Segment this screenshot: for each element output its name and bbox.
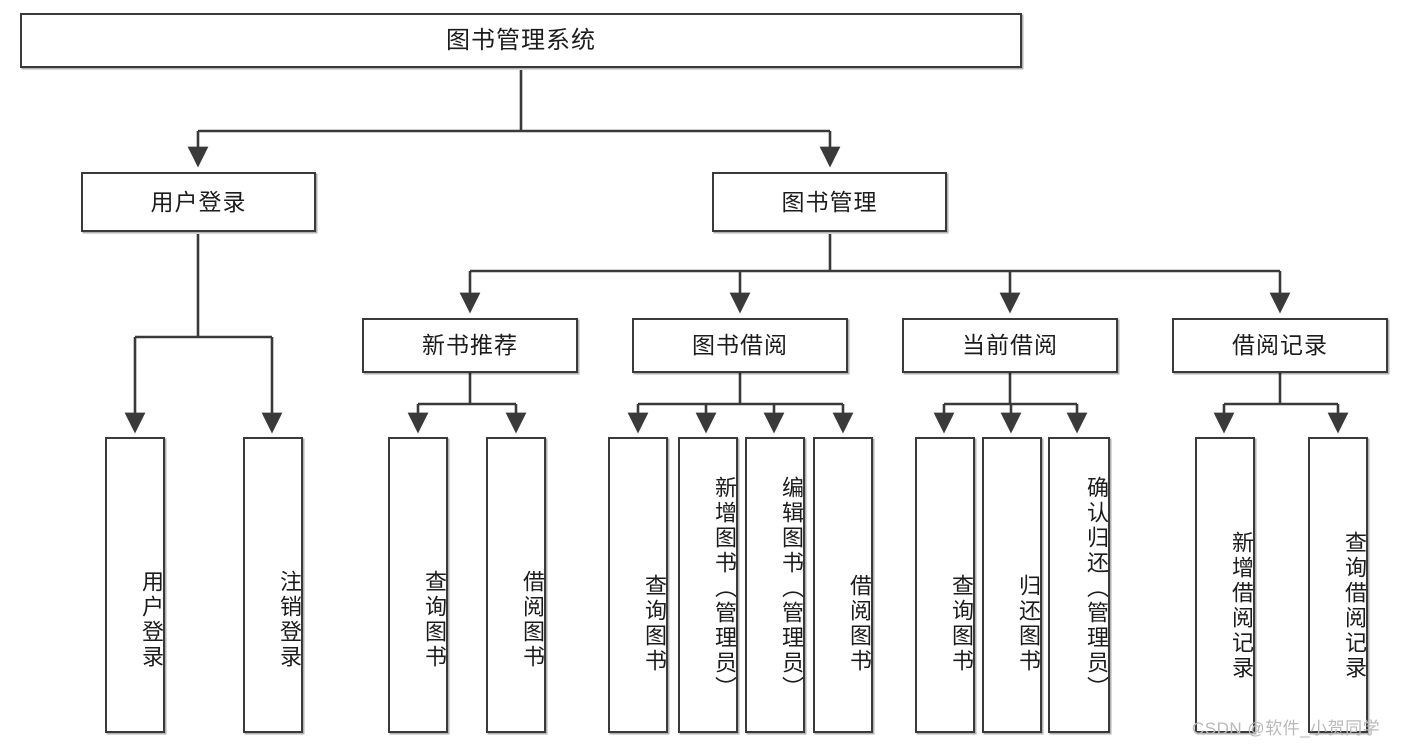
leaf-return-book-label: 归还图书 [1016, 574, 1041, 674]
node-user-login-label: 用户登录 [150, 188, 247, 215]
node-borrow-record[interactable]: 借阅记录 [1172, 318, 1388, 373]
leaf-borrow-book-2-label: 借阅图书 [847, 574, 872, 674]
leaf-return-book[interactable]: 归还图书 [982, 437, 1042, 733]
leaf-edit-book[interactable]: 编辑图书（管理员） [745, 437, 805, 733]
leaf-user-logout[interactable]: 注销登录 [243, 437, 303, 733]
node-book-manage[interactable]: 图书管理 [712, 172, 947, 232]
leaf-borrow-book-1[interactable]: 借阅图书 [486, 437, 546, 733]
leaf-query-book-1[interactable]: 查询图书 [388, 437, 448, 733]
leaf-query-book-2-label: 查询图书 [642, 574, 667, 674]
leaf-query-record-label: 查询借阅记录 [1342, 531, 1367, 681]
leaf-query-record[interactable]: 查询借阅记录 [1308, 437, 1368, 733]
leaf-add-book[interactable]: 新增图书（管理员） [678, 437, 738, 733]
leaf-query-book-3-label: 查询图书 [949, 574, 974, 674]
leaf-user-login-label: 用户登录 [139, 570, 164, 670]
leaf-confirm-return-label: 确认归还（管理员） [1084, 475, 1109, 701]
leaf-borrow-book-2[interactable]: 借阅图书 [813, 437, 873, 733]
node-new-book-recommend[interactable]: 新书推荐 [362, 318, 578, 373]
leaf-confirm-return[interactable]: 确认归还（管理员） [1048, 437, 1110, 733]
leaf-user-logout-label: 注销登录 [277, 570, 302, 670]
leaf-add-book-label: 新增图书（管理员） [712, 475, 737, 701]
leaf-borrow-book-1-label: 借阅图书 [520, 570, 545, 670]
node-current-borrow[interactable]: 当前借阅 [902, 318, 1118, 373]
leaf-add-record[interactable]: 新增借阅记录 [1195, 437, 1255, 733]
leaf-query-book-1-label: 查询图书 [422, 570, 447, 670]
leaf-user-login[interactable]: 用户登录 [105, 437, 165, 733]
node-root[interactable]: 图书管理系统 [20, 13, 1022, 68]
node-root-label: 图书管理系统 [446, 26, 596, 54]
node-current-borrow-label: 当前借阅 [962, 332, 1058, 359]
node-book-borrow-label: 图书借阅 [692, 332, 788, 359]
node-book-borrow[interactable]: 图书借阅 [632, 318, 848, 373]
node-user-login[interactable]: 用户登录 [81, 172, 316, 232]
leaf-add-record-label: 新增借阅记录 [1229, 531, 1254, 681]
leaf-edit-book-label: 编辑图书（管理员） [779, 475, 804, 701]
leaf-query-book-3[interactable]: 查询图书 [915, 437, 975, 733]
csdn-watermark: CSDN @软件_小贺同学 [1192, 719, 1381, 738]
node-book-manage-label: 图书管理 [781, 188, 878, 215]
node-borrow-record-label: 借阅记录 [1232, 332, 1328, 359]
node-new-book-recommend-label: 新书推荐 [422, 332, 518, 359]
leaf-query-book-2[interactable]: 查询图书 [608, 437, 668, 733]
